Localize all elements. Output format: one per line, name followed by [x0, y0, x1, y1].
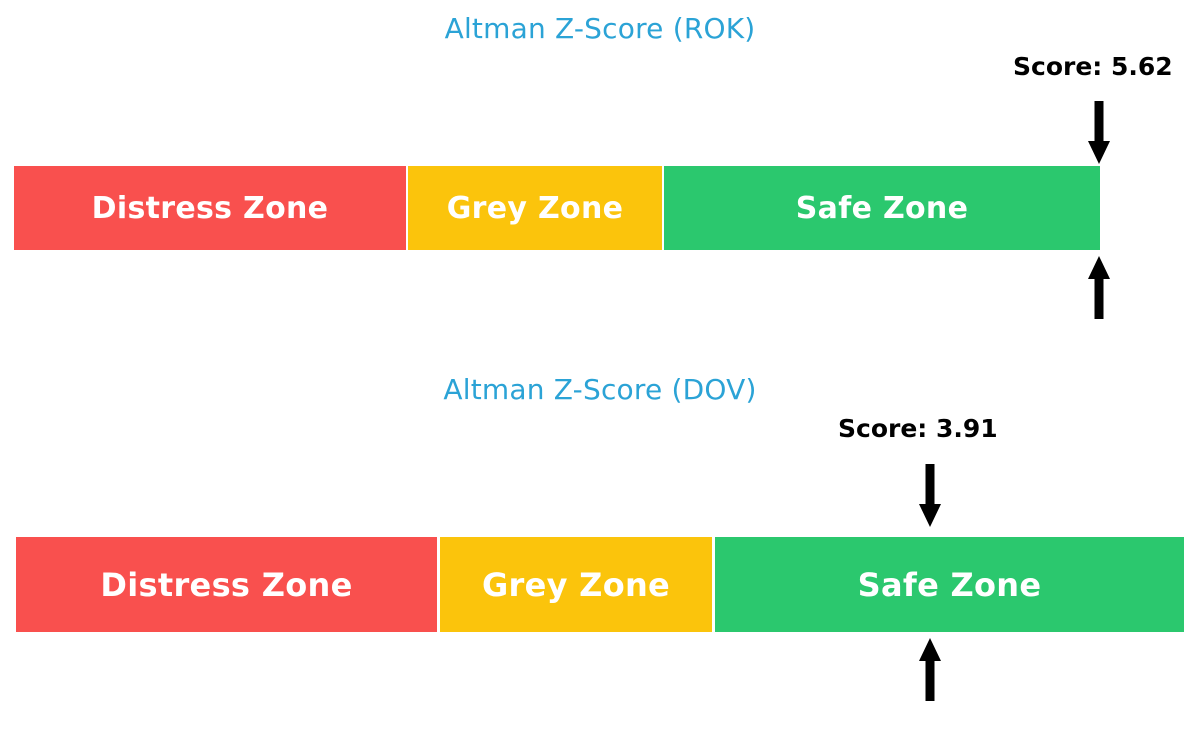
score-label-dov: Score: 3.91: [838, 414, 998, 443]
zone-segment-grey-dov: Grey Zone: [440, 537, 712, 632]
zone-bar-rok: Distress Zone Grey Zone Safe Zone: [0, 166, 1200, 250]
score-label-rok: Score: 5.62: [1013, 52, 1173, 81]
score-marker-up-arrow-rok: [1088, 256, 1110, 319]
zone-bar-dov: Distress Zone Grey Zone Safe Zone: [0, 537, 1200, 632]
zone-label-grey-rok: Grey Zone: [446, 190, 624, 226]
zone-label-safe-rok: Safe Zone: [795, 190, 969, 226]
zone-segment-safe-dov: Safe Zone: [715, 537, 1184, 632]
zone-label-distress-rok: Distress Zone: [91, 190, 329, 226]
zone-label-safe-dov: Safe Zone: [857, 565, 1042, 604]
zone-label-distress-dov: Distress Zone: [100, 565, 353, 604]
chart-title-rok: Altman Z-Score (ROK): [444, 12, 756, 45]
zone-segment-grey-rok: Grey Zone: [408, 166, 662, 250]
zone-label-grey-dov: Grey Zone: [481, 565, 671, 604]
chart-title-dov: Altman Z-Score (DOV): [443, 373, 757, 406]
zone-segment-distress-dov: Distress Zone: [16, 537, 437, 632]
score-marker-down-arrow-dov: [919, 464, 941, 527]
zone-segment-distress-rok: Distress Zone: [14, 166, 406, 250]
score-marker-down-arrow-rok: [1088, 101, 1110, 164]
zone-segment-safe-rok: Safe Zone: [664, 166, 1100, 250]
score-marker-up-arrow-dov: [919, 638, 941, 701]
